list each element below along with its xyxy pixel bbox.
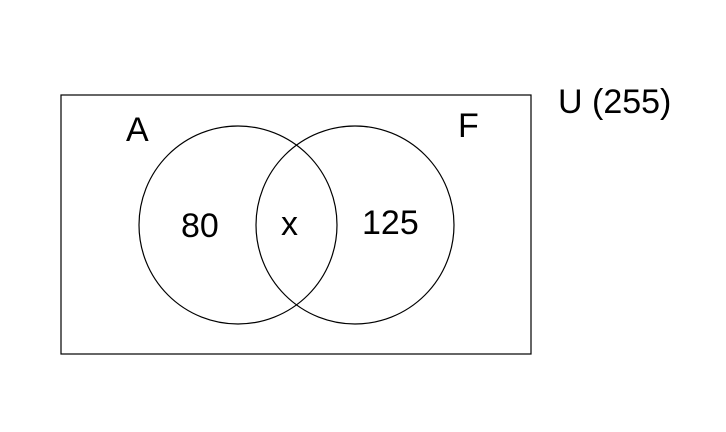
set-f-only-value: 125: [362, 204, 419, 242]
set-f-circle: [255, 125, 455, 325]
universe-rectangle: [60, 94, 532, 355]
set-f-label: F: [458, 107, 479, 145]
intersection-value: x: [281, 205, 298, 243]
set-a-circle: [138, 125, 338, 325]
universe-label: U (255): [558, 83, 671, 121]
set-a-label: A: [126, 111, 149, 149]
set-a-only-value: 80: [181, 207, 219, 245]
